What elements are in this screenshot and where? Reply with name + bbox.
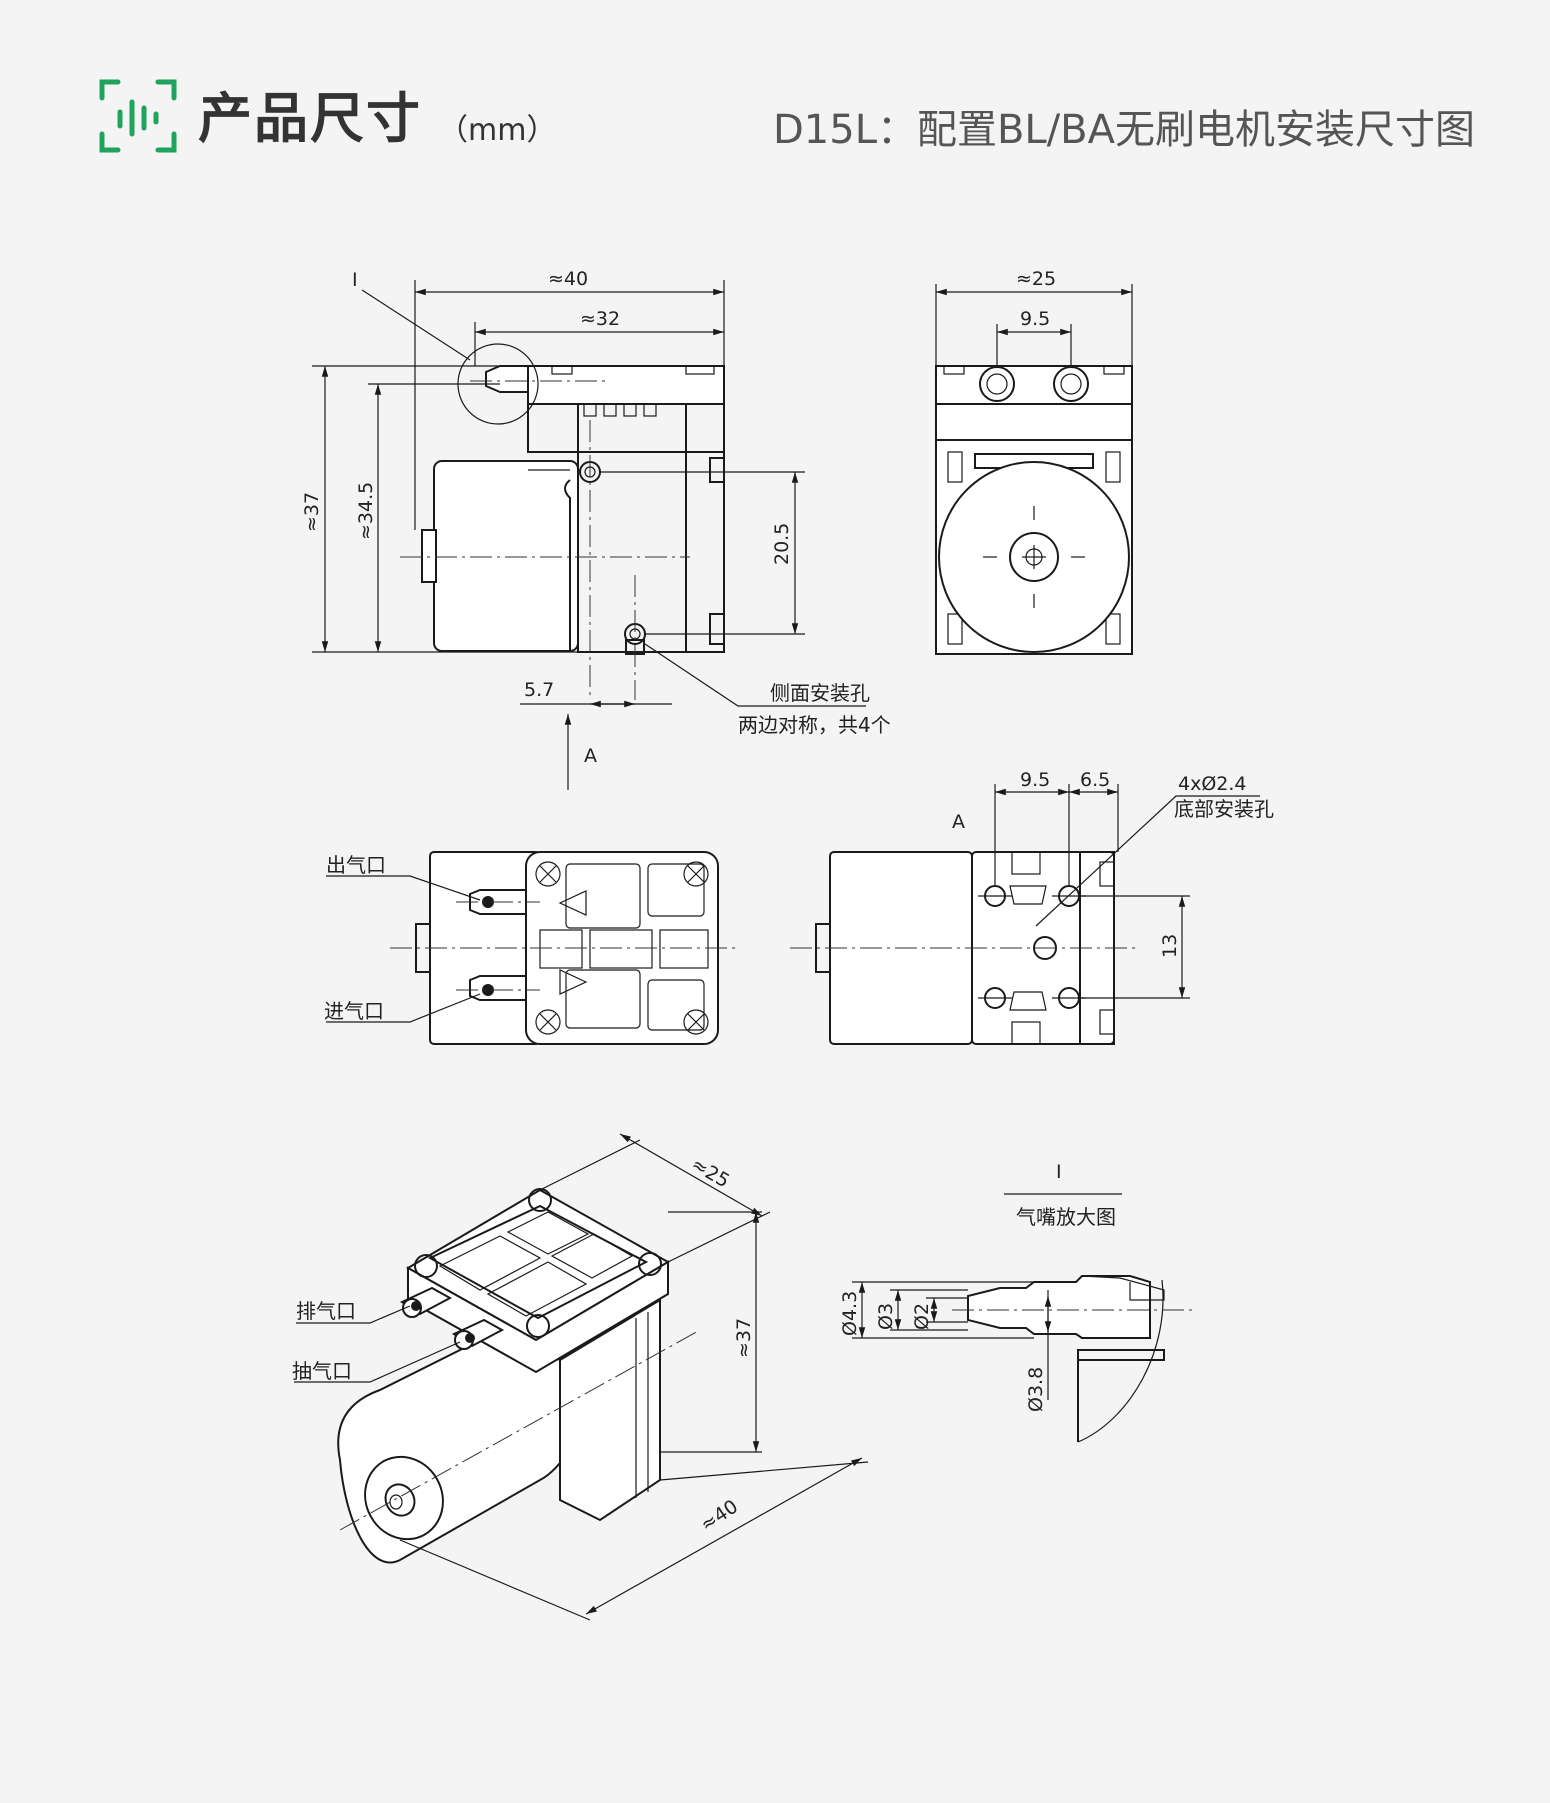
bottom-dim-13: 13	[1159, 934, 1181, 958]
unit-label: （mm）	[438, 113, 557, 148]
product-dimensions-logo-icon	[99, 79, 177, 153]
page-title: 产品尺寸	[198, 87, 422, 150]
detail-view: I 气嘴放大图 Ø4.3 Ø3 Ø2 Ø3.8	[839, 1161, 1196, 1443]
detail-mark-i: I	[352, 269, 358, 291]
outlet-label: 出气口	[326, 853, 386, 877]
bottom-dim-6-5: 6.5	[1080, 769, 1110, 791]
side-holes-label: 侧面安装孔	[770, 681, 870, 705]
detail-dim-d3-8: Ø3.8	[1025, 1367, 1047, 1412]
detail-title: 气嘴放大图	[1016, 1205, 1116, 1229]
dim-height-34-5: ≈34.5	[355, 482, 377, 540]
bottom-view-label-a: A	[952, 811, 965, 833]
front-view: I ≈40 ≈32 ≈37 ≈34.5 20.5 5.7 A 侧面安装孔 两边	[301, 268, 891, 790]
side-dim-width-25: ≈25	[1016, 268, 1056, 290]
top-view: 出气口 进气口	[324, 851, 740, 1045]
side-view: ≈25 9.5	[935, 268, 1133, 655]
detail-mark: I	[1056, 1161, 1062, 1183]
detail-dim-d4-3: Ø4.3	[839, 1291, 861, 1336]
side-dim-port-9-5: 9.5	[1020, 308, 1050, 330]
iso-dim-height-37: ≈37	[733, 1318, 755, 1358]
dim-height-37: ≈37	[301, 492, 323, 532]
dim-width-32: ≈32	[580, 308, 620, 330]
bottom-holes-spec: 4xØ2.4	[1178, 773, 1247, 795]
inlet-label: 进气口	[324, 999, 384, 1023]
bottom-holes-label: 底部安装孔	[1174, 797, 1274, 821]
dim-hole-spacing-20-5: 20.5	[771, 523, 793, 565]
dim-width-40: ≈40	[548, 268, 588, 290]
bottom-dim-9-5: 9.5	[1020, 769, 1050, 791]
side-holes-note: 两边对称，共4个	[738, 713, 891, 737]
detail-dim-d3: Ø3	[875, 1303, 897, 1330]
iso-view: 排气口 抽气口 ≈25 ≈37 ≈40	[292, 1133, 869, 1621]
exhaust-label: 排气口	[296, 1299, 356, 1323]
bottom-view: A 9.5 6.5 13 4xØ2.4 底部安装孔	[790, 769, 1274, 1045]
suction-label: 抽气口	[292, 1359, 352, 1383]
view-arrow-a: A	[584, 745, 597, 767]
dim-offset-5-7: 5.7	[524, 679, 554, 701]
drawing-subtitle: D15L：配置BL/BA无刷电机安装尺寸图	[773, 107, 1475, 153]
detail-dim-d2: Ø2	[911, 1303, 933, 1330]
